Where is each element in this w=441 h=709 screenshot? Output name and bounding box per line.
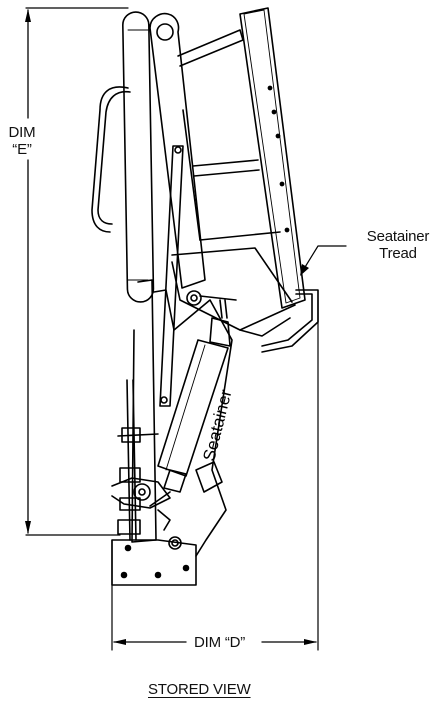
link-rod bbox=[159, 145, 184, 407]
arrow-left-icon bbox=[113, 639, 126, 645]
dim-e-label-line1: DIM bbox=[8, 124, 36, 141]
tread-callout-label: Seatainer Tread bbox=[355, 228, 441, 262]
tread-callout-line1: Seatainer bbox=[366, 228, 430, 245]
support-frame bbox=[171, 29, 296, 337]
mount-bracket bbox=[111, 279, 233, 586]
lock-assembly bbox=[111, 461, 223, 531]
dim-e-label: DIM “E” bbox=[6, 124, 38, 158]
dim-d-label: DIM “D” bbox=[190, 634, 250, 651]
seat-post-left bbox=[122, 11, 155, 303]
dim-d-dimension bbox=[111, 299, 319, 651]
tread-callout-line2: Tread bbox=[379, 245, 417, 262]
dim-e-dimension bbox=[25, 7, 129, 536]
seat-back-frame bbox=[239, 7, 306, 309]
arrow-down-icon bbox=[25, 521, 31, 534]
threaded-rod bbox=[117, 379, 159, 541]
tread-callout-leader bbox=[300, 245, 347, 276]
dim-e-label-line2: “E” bbox=[12, 141, 32, 158]
seat-tread bbox=[261, 289, 319, 353]
gas-cylinder bbox=[157, 290, 237, 493]
brand-text: Seatainer bbox=[199, 387, 235, 463]
seat-post-center bbox=[149, 12, 206, 289]
arrow-right-icon bbox=[304, 639, 317, 645]
view-caption: STORED VIEW bbox=[148, 681, 251, 698]
arrow-up-icon bbox=[25, 9, 31, 22]
grab-handle bbox=[91, 86, 131, 233]
callout-arrow-icon bbox=[300, 264, 309, 276]
